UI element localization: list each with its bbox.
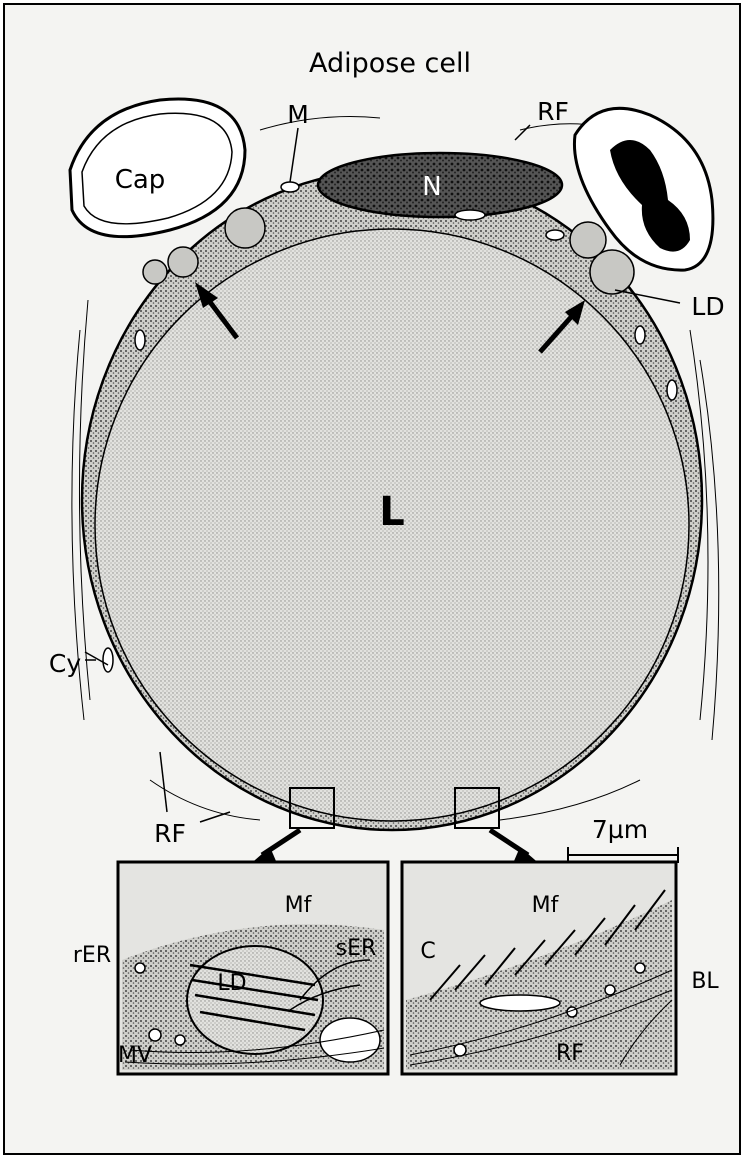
label-reticular-fibers-top: RF [537,97,569,126]
inset-right-label-bl: BL [691,969,719,994]
label-capillary: Cap [115,165,166,195]
inset-left-label-mf: Mf [285,893,313,918]
label-nucleus: N [422,172,441,202]
inset-left [118,862,388,1074]
inset-right-label-mf: Mf [532,893,560,918]
inset-right-label-rf: RF [556,1041,584,1066]
label-scale: 7µm [592,815,648,844]
label-mitochondrion: M [287,100,309,129]
label-lipid-droplet: LD [691,292,724,321]
inset-left-label-mv: MV [118,1043,152,1068]
inset-left-label-ld: LD [217,971,246,996]
label-reticular-fibers-bottom: RF [154,819,186,848]
title-label: Adipose cell [309,48,471,79]
label-cytoplasm: Cy [49,649,81,678]
inset-right-label-c: C [420,939,435,964]
label-lipid: L [379,489,405,535]
inset-left-label-rer: rER [73,943,111,968]
inset-left-label-ser: sER [336,936,377,961]
